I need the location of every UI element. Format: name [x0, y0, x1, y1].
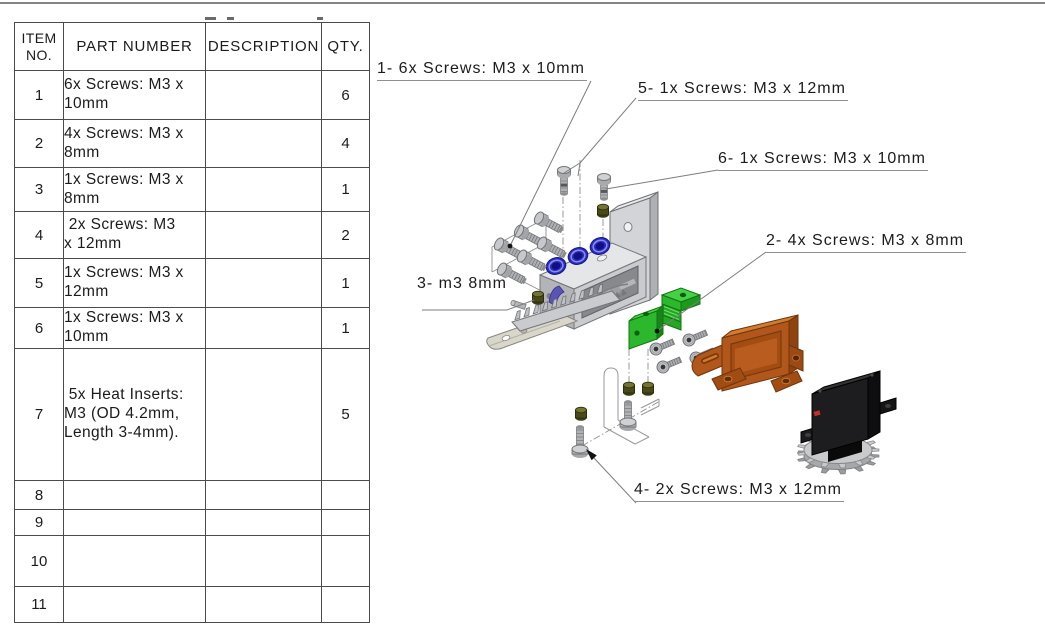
cell-description — [205, 167, 322, 212]
cell-description — [205, 307, 322, 349]
cell-item: 3 — [14, 167, 64, 212]
callout-label-3: 3- m3 8mm — [417, 275, 507, 292]
cell-description — [205, 535, 322, 587]
table-row: 8 — [14, 480, 370, 510]
cell-part_number: 1x Screws: M3 x 10mm — [63, 307, 206, 349]
screw-m3x12-top — [557, 166, 571, 196]
column-header-description: DESCRIPTION — [205, 22, 322, 71]
cell-part_number — [63, 509, 206, 536]
screw-m3x10 — [533, 211, 564, 234]
screw-m3x12 — [571, 425, 589, 458]
screw-m3x10 — [496, 262, 527, 285]
heat-insert — [597, 203, 609, 218]
heat-insert — [642, 381, 654, 396]
screw-m3x8 — [682, 329, 709, 347]
cell-item: 4 — [14, 211, 64, 259]
cell-qty: 1 — [321, 167, 370, 212]
cell-part_number — [63, 586, 206, 623]
column-header-item: ITEM NO. — [14, 22, 64, 71]
table-row: 11 — [14, 586, 370, 623]
cell-qty: 6 — [321, 70, 370, 120]
screw-m3x10 — [513, 224, 544, 247]
cell-item: 1 — [14, 70, 64, 120]
blue-roller — [545, 257, 567, 275]
cell-part_number: 2x Screws: M3 x 12mm — [63, 211, 206, 259]
orange-bracket — [691, 314, 804, 393]
cell-part_number: 1x Screws: M3 x 12mm — [63, 258, 206, 308]
cell-qty — [321, 586, 370, 623]
cell-qty: 4 — [321, 119, 370, 168]
callout-label-5: 5- 1x Screws: M3 x 12mm — [638, 80, 848, 101]
screw-m3x10 — [493, 237, 524, 260]
heat-insert — [623, 381, 635, 396]
callout-label-1: 1- 6x Screws: M3 x 10mm — [377, 60, 587, 81]
cell-item: 7 — [14, 348, 64, 481]
leader-lines — [422, 80, 767, 504]
heat-insert — [532, 290, 544, 305]
blue-rollers — [545, 237, 611, 275]
sheet-edges — [0, 2, 1045, 20]
callout-label-4: 4- 2x Screws: M3 x 12mm — [634, 481, 844, 502]
table-row: 7 5x Heat Inserts: M3 (OD 4.2mm, Length … — [14, 348, 370, 481]
screw-m3x12 — [619, 400, 637, 431]
cell-item: 9 — [14, 509, 64, 536]
heat-insert — [575, 406, 587, 421]
table-row: 9 — [14, 509, 370, 536]
cell-part_number: 1x Screws: M3 x 8mm — [63, 167, 206, 212]
cell-qty: 5 — [321, 348, 370, 481]
screw-m3x10 — [516, 249, 547, 272]
cell-item: 11 — [14, 586, 64, 623]
cell-description — [205, 586, 322, 623]
screw-m3x10-top — [597, 173, 611, 201]
cell-description — [205, 348, 322, 481]
screw-m3x8 — [656, 356, 683, 374]
cell-part_number: 5x Heat Inserts: M3 (OD 4.2mm, Length 3-… — [63, 348, 206, 481]
table-row: 4 2x Screws: M3 x 12mm 2 — [14, 211, 370, 259]
cell-item: 8 — [14, 480, 64, 510]
callout-label-6: 6- 1x Screws: M3 x 10mm — [718, 150, 928, 171]
cell-qty: 2 — [321, 211, 370, 259]
cell-part_number: 4x Screws: M3 x 8mm — [63, 119, 206, 168]
blue-roller — [567, 247, 589, 265]
screw-cluster-6x — [493, 211, 567, 285]
column-header-qty: QTY. — [321, 22, 370, 71]
green-clamp — [628, 287, 702, 350]
blue-roller — [589, 237, 611, 255]
rack — [486, 283, 621, 350]
cell-part_number: 6x Screws: M3 x 10mm — [63, 70, 206, 120]
cell-description — [205, 211, 322, 259]
cell-item: 5 — [14, 258, 64, 308]
callout-label-2: 2- 4x Screws: M3 x 8mm — [766, 232, 967, 253]
cell-qty — [321, 535, 370, 587]
servo-motor — [797, 370, 897, 475]
cell-item: 6 — [14, 307, 64, 349]
screw-m3x10 — [536, 236, 567, 259]
screw-m3x8 — [649, 338, 676, 356]
